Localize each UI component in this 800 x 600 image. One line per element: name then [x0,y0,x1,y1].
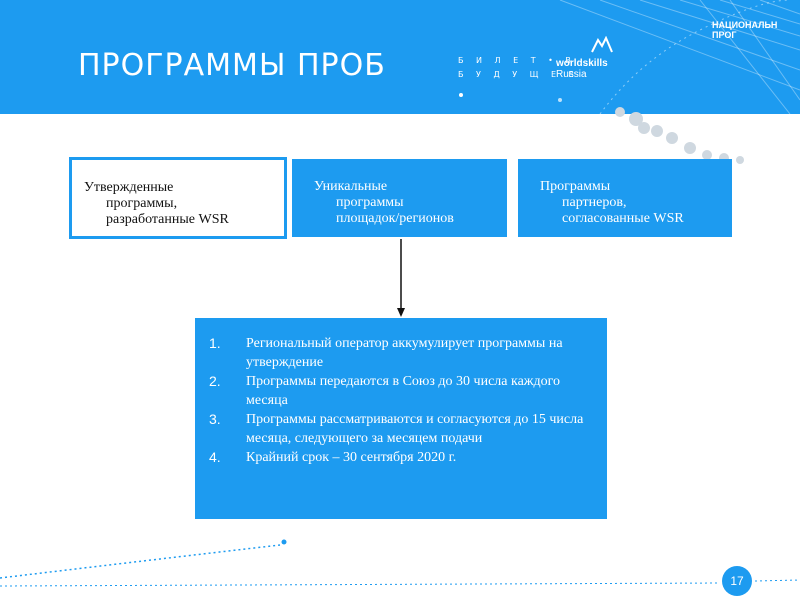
header-banner: ПРОГРАММЫ ПРОБ Б И Л Е Т • В Б У Д У Щ Е… [0,0,800,114]
box-unique-programs: Уникальные программы площадок/регионов [292,159,507,237]
worldskills-mark-icon [591,36,613,53]
worldskills-logo: worldskills Russia [556,36,613,80]
page-title: ПРОГРАММЫ ПРОБ [78,48,386,83]
list-item: 2. Программы передаются в Союз до 30 чис… [209,373,560,408]
steps-list: 1. Региональный оператор аккумулирует пр… [209,334,587,467]
box-approved-programs: Утвержденные программы, разработанные WS… [69,157,287,239]
decorative-line-bottom [0,582,721,587]
box-partner-programs: Программы партнеров, согласованные WSR [518,159,732,237]
list-item: 4. Крайний срок – 30 сентября 2020 г. [209,449,457,465]
list-item: 3. Программы рассматриваются и согласуют… [209,411,584,446]
page-number-badge: 17 [722,566,752,596]
decorative-curve-left [0,544,281,579]
arrow-head-icon [397,308,405,317]
list-item: 1. Региональный оператор аккумулирует пр… [209,335,563,370]
bilet-v-budushchee-logo: Б И Л Е Т • В Б У Д У Щ Е Е [458,56,579,79]
box-process-steps: 1. Региональный оператор аккумулирует пр… [195,318,607,519]
national-program-logo: НАЦИОНАЛЬН ПРОГ [712,20,778,40]
decorative-rays-icon [459,0,800,114]
